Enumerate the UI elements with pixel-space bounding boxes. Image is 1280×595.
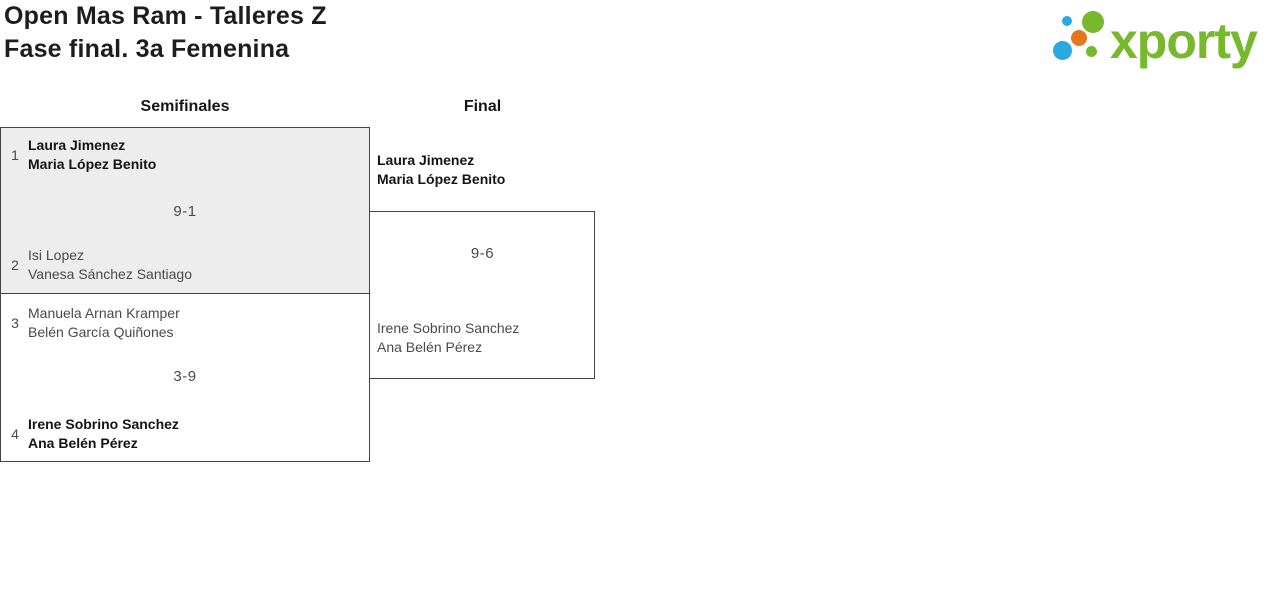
page-title: Open Mas Ram - Talleres Z Fase final. 3a…: [4, 0, 327, 66]
match-semifinal-2[interactable]: 3 Manuela Arnan Kramper Belén García Qui…: [0, 293, 370, 462]
team-names: Irene Sobrino Sanchez Ana Belén Pérez: [28, 415, 179, 453]
team-row-seed-1: 1 Laura Jimenez Maria López Benito: [7, 136, 156, 174]
logo-dot-green-small-icon: [1086, 46, 1097, 57]
team-seed: 2: [11, 257, 19, 273]
team-seed: 3: [11, 315, 19, 331]
tournament-name: Open Mas Ram - Talleres Z: [4, 2, 327, 30]
team-names: Isi Lopez Vanesa Sánchez Santiago: [28, 246, 192, 284]
player-name: Ana Belén Pérez: [28, 435, 138, 451]
team-seed: 1: [11, 147, 19, 163]
xporty-logo[interactable]: xporty: [1050, 0, 1280, 78]
match-final[interactable]: [369, 211, 595, 379]
team-row-seed-2: 2 Isi Lopez Vanesa Sánchez Santiago: [7, 246, 192, 284]
player-name: Irene Sobrino Sanchez: [28, 416, 179, 432]
team-row-seed-4: 4 Irene Sobrino Sanchez Ana Belén Pérez: [7, 415, 179, 453]
player-name: Maria López Benito: [28, 156, 157, 172]
player-name: Isi Lopez: [28, 247, 85, 263]
player-name: Laura Jimenez: [28, 137, 126, 153]
player-name: Ana Belén Pérez: [377, 339, 483, 355]
logo-dot-green-large-icon: [1082, 11, 1104, 33]
player-name: Irene Sobrino Sanchez: [377, 320, 520, 336]
round-header-final: Final: [463, 98, 502, 115]
logo-dot-blue-small-icon: [1062, 16, 1072, 26]
player-name: Belén García Quiñones: [28, 324, 174, 340]
round-header-semifinales: Semifinales: [140, 98, 230, 115]
team-seed: 4: [11, 426, 19, 442]
player-name: Vanesa Sánchez Santiago: [28, 266, 192, 282]
team-names: Manuela Arnan Kramper Belén García Quiño…: [28, 304, 180, 342]
player-name: Manuela Arnan Kramper: [28, 305, 180, 321]
phase-name: Fase final. 3a Femenina: [4, 35, 290, 63]
logo-dot-orange-icon: [1071, 30, 1087, 46]
team-names: Laura Jimenez Maria López Benito: [28, 136, 156, 174]
match-score: 3-9: [173, 368, 197, 385]
logo-dot-blue-large-icon: [1053, 41, 1072, 60]
player-name: Maria López Benito: [377, 171, 506, 187]
final-match-score: 9-6: [470, 245, 495, 262]
final-team-bottom: Irene Sobrino Sanchez Ana Belén Pérez: [377, 319, 519, 357]
final-team-top: Laura Jimenez Maria López Benito: [377, 151, 505, 189]
xporty-logo-text: xporty: [1110, 13, 1258, 69]
player-name: Laura Jimenez: [377, 152, 475, 168]
match-semifinal-1[interactable]: 1 Laura Jimenez Maria López Benito 9-1 2…: [0, 127, 370, 294]
team-row-seed-3: 3 Manuela Arnan Kramper Belén García Qui…: [7, 304, 180, 342]
match-score: 9-1: [173, 203, 197, 220]
